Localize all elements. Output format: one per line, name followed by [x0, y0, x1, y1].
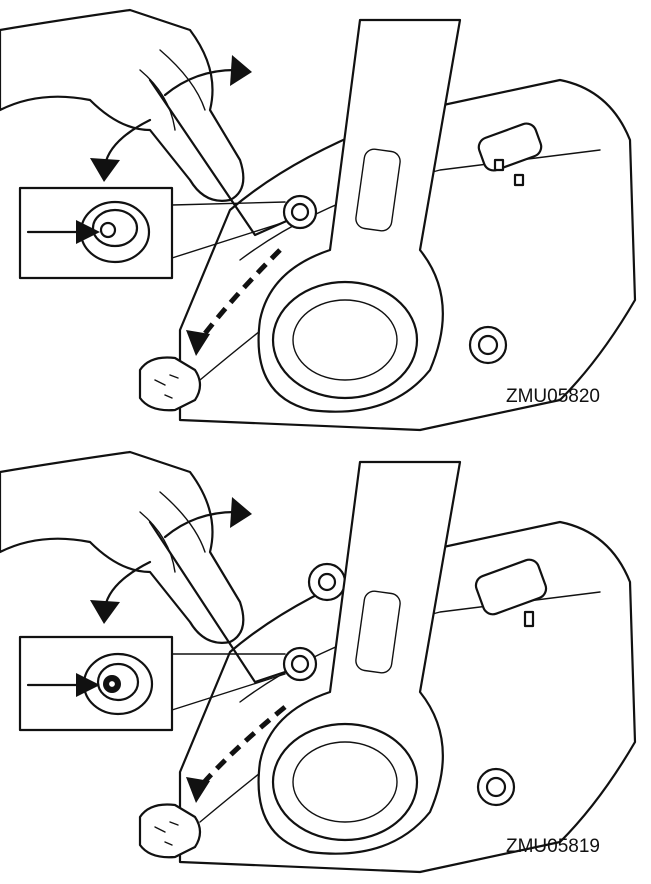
illustration-panel-bottom: ZMU05819 [0, 442, 651, 884]
remove-cap-arrow [198, 705, 287, 789]
trim-adjustment-drawing-top [0, 8, 637, 432]
rotate-arrow-up [163, 510, 237, 539]
illustration-panel-top: ZMU05820 [0, 8, 637, 432]
rubber-cap [138, 356, 202, 412]
engine-housing [178, 78, 637, 432]
rotate-arrow-up [163, 68, 237, 97]
hand [0, 450, 245, 644]
engine-housing [178, 520, 637, 874]
figure-code-bottom: ZMU05819 [506, 836, 600, 857]
remove-cap-arrow [198, 248, 282, 342]
trim-label-plate [477, 122, 543, 172]
figure-code-top: ZMU05820 [506, 386, 600, 407]
trim-label-plate [474, 558, 548, 616]
trim-adjustment-drawing-bottom [0, 450, 637, 874]
hand [0, 8, 245, 202]
rubber-cap [138, 803, 202, 859]
